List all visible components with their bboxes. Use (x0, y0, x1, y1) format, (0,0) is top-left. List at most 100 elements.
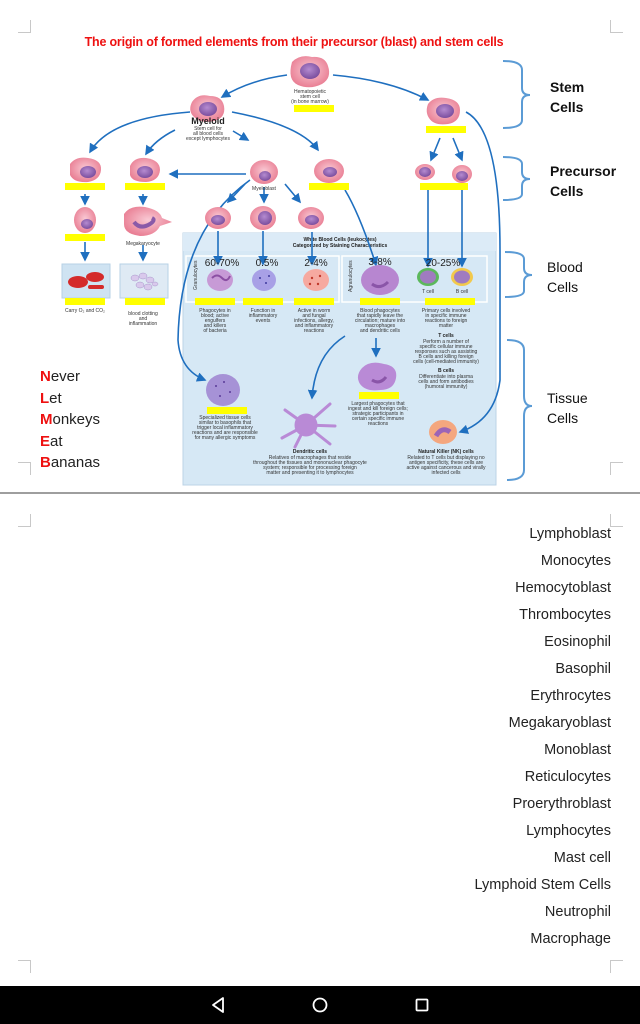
diagram-text: reactions (368, 421, 389, 427)
answer-blank-lymphoblast (420, 183, 468, 190)
diagram-text: Primary cells involved (422, 308, 471, 314)
diagram-text: specific cellular immune (419, 344, 472, 350)
diagram-text: Phagocytes in (199, 308, 231, 314)
t-cell-label: T cell (422, 289, 434, 295)
word-bank-item: Monoblast (544, 742, 611, 758)
basophil-cell (252, 269, 276, 291)
myeloid-label-3: except lymphocytes (186, 136, 230, 142)
myeloid-stem-cell (190, 95, 225, 122)
answer-blank-hemocytoblast (294, 105, 334, 112)
home-button[interactable] (310, 995, 330, 1015)
diagram-text: circulation; mature into (355, 318, 406, 324)
diagram-text: throughout the tissues and mononuclear p… (253, 460, 367, 466)
mnemonic-line: Let (40, 389, 62, 407)
arrow-hsc-to-lymphoid (332, 74, 430, 101)
basophil-percent: 0.5% (256, 258, 279, 269)
word-bank-item: Basophil (555, 661, 611, 677)
word-bank-item: Neutrophil (544, 904, 611, 920)
diagram-text: trigger local inflammatory (197, 425, 253, 431)
document-page-1: The origin of formed elements from their… (0, 0, 640, 492)
bracket-stem (502, 60, 531, 129)
diagram-text: infections, allergy, (294, 318, 334, 324)
word-bank-item: Megakaryoblast (508, 715, 611, 731)
granulocytes-label: Granulocytes (193, 260, 199, 290)
crop-mark (610, 462, 623, 475)
word-bank-item: Erythrocytes (530, 688, 611, 704)
diagram-text: and inflammatory (295, 323, 334, 329)
answer-blank-lymphoid-stem (426, 126, 466, 133)
crop-mark (610, 960, 623, 973)
back-triangle-icon (212, 997, 224, 1013)
diagram-text: of bacteria (203, 328, 227, 334)
platelet-caption-3: inflammation (129, 321, 158, 327)
diagram-text: Related to T cells but displaying no (407, 455, 485, 461)
diagram-text: and dendritic cells (360, 328, 401, 334)
diagram-text: engulfers (205, 318, 226, 324)
diagram-text: inflammatory (249, 313, 278, 319)
crop-mark (18, 960, 31, 973)
answer-blank-proerythroblast (65, 183, 105, 190)
diagram-text: reactions and are responsible (192, 430, 258, 436)
answer-blank-erythrocytes (65, 298, 105, 305)
diagram-title: The origin of formed elements from their… (84, 35, 504, 49)
b-cell-label: B cell (456, 289, 468, 295)
diagram-text: in specific immune (425, 313, 466, 319)
answer-blank-macrophage (359, 392, 399, 399)
diagram-text: B cells and killing foreign (418, 354, 473, 360)
word-bank-item: Monocytes (540, 553, 611, 569)
diagram-text: similar to basophils that (199, 420, 252, 426)
diagram-text: matter (439, 323, 454, 329)
arrow-myeloid-to-proerythroblast (89, 111, 191, 154)
dendritic-cell (280, 402, 337, 449)
recents-button[interactable] (412, 995, 432, 1015)
megakaryocyte-cell (124, 206, 172, 236)
diagram-text: Relatives of macrophages that reside (269, 455, 352, 461)
diagram-text: reactions (304, 328, 325, 334)
mnemonic-line: Eat (40, 432, 63, 450)
recents-square-icon (415, 998, 429, 1012)
arrow-to-b-precursor (452, 137, 464, 162)
arrow-myeloid-to-megakaryoblast (145, 129, 176, 156)
rbc-caption: Carry O₂ and CO₂ (65, 308, 105, 314)
mnemonic-line: Monkeys (40, 411, 101, 428)
diagram-text: B cells (438, 368, 454, 374)
reticulocyte-cell (74, 207, 96, 233)
megakaryocyte-label: Megakaryocyte (126, 241, 160, 247)
thrombocytes-image-box (119, 263, 169, 299)
diagram-text: Differentiate into plasma (419, 374, 473, 380)
diagram-text: and killers (204, 323, 227, 329)
crop-mark (18, 20, 31, 33)
answer-blank-neutrophil (195, 298, 235, 305)
crop-mark (610, 514, 623, 527)
myeloid-label-2: all blood cells (193, 131, 224, 137)
arrow-to-t-precursor (429, 137, 441, 162)
hsc-label-1: Hematopoietic (294, 89, 326, 95)
t-cell (417, 268, 439, 286)
neutrophil-cell (207, 269, 233, 291)
crop-mark (18, 462, 31, 475)
diagram-text: Dendritic cells (293, 449, 327, 455)
diagram-text: ingest and kill foreign cells; (348, 406, 408, 412)
monoblast-cell (314, 159, 344, 183)
myeloid-label-1: Stem cell for (194, 126, 222, 132)
monocyte-percent: 3-8% (368, 257, 391, 268)
back-button[interactable] (208, 995, 228, 1015)
diagram-text: Active in worm (298, 308, 331, 314)
agranulocytes-box (341, 255, 488, 303)
myeloblast-cell (250, 160, 278, 184)
lymphocyte-percent: 20-25% (426, 258, 461, 269)
diagram-text: Perform a number of (423, 339, 469, 345)
arrow-to-dendritic (307, 335, 346, 400)
blood-cell-lineage-diagram: White Blood Cells (leukocytes) Categoriz… (61, 56, 533, 486)
word-bank-item: Lymphoblast (529, 526, 611, 542)
answer-blank-reticulocytes (65, 234, 105, 241)
answer-blank-thrombocytes (125, 298, 165, 305)
word-bank-item: Reticulocytes (524, 769, 611, 785)
basophil-precursor (250, 206, 276, 230)
diagram-text: Function in (251, 308, 276, 314)
diagram-text: cells and form antibodies (418, 379, 474, 385)
eosinophil-percent: 2-4% (304, 258, 327, 269)
diagram-text: that rapidly leave the (357, 313, 403, 319)
answer-blank-basophil (243, 298, 283, 305)
